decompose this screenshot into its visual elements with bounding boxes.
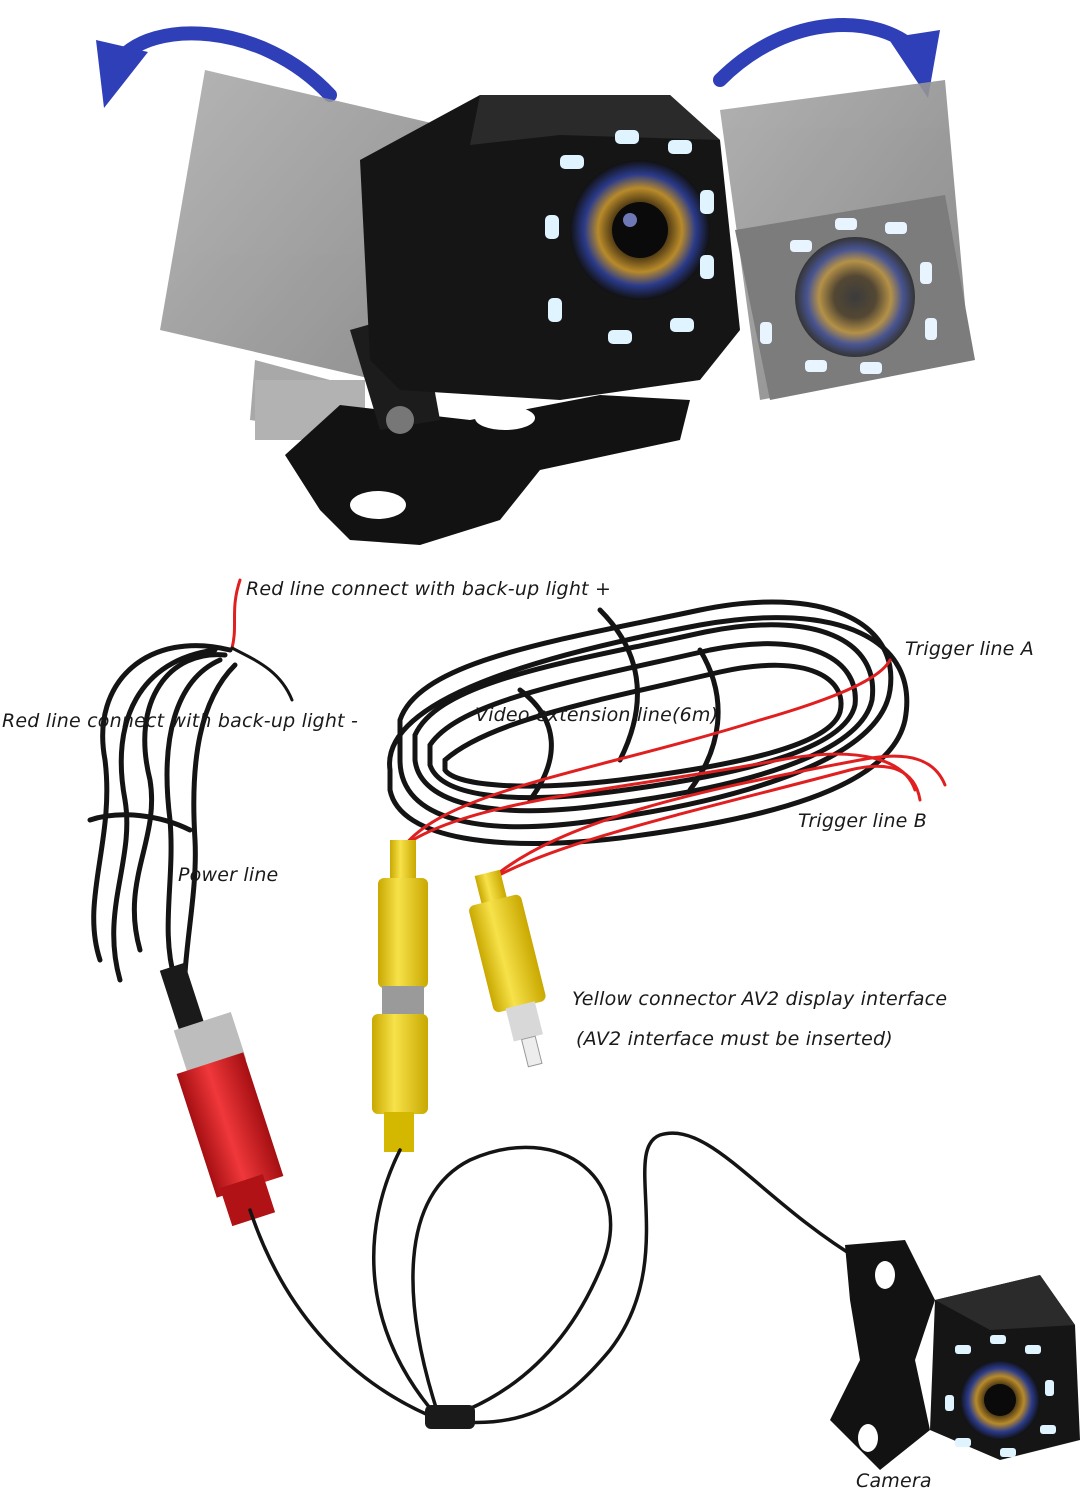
power-connector bbox=[159, 962, 284, 1227]
label-red-line-plus: Red line connect with back-up light + bbox=[246, 578, 612, 600]
label-trigger-b: Trigger line B bbox=[798, 810, 928, 832]
backup-light-wires bbox=[230, 578, 294, 702]
camera-bracket bbox=[285, 310, 690, 545]
label-yellow-connector: Yellow connector AV2 display interface bbox=[572, 988, 948, 1010]
power-cable-coil bbox=[87, 643, 238, 1053]
video-extension-cable-coil bbox=[387, 599, 910, 846]
small-camera bbox=[830, 1240, 1080, 1470]
label-av2-note: (AV2 interface must be inserted) bbox=[576, 1028, 893, 1050]
camera-cable bbox=[248, 1131, 862, 1425]
label-trigger-a: Trigger line A bbox=[905, 638, 1035, 660]
rca-connector-display-side bbox=[469, 869, 546, 1068]
trigger-wires bbox=[403, 658, 947, 882]
label-video-extension: Video extension line(6m) bbox=[475, 704, 719, 726]
main-camera bbox=[360, 95, 740, 400]
rotate-right-arrow-icon bbox=[713, 18, 940, 98]
led-ring bbox=[545, 130, 714, 344]
label-power-line: Power line bbox=[178, 864, 279, 886]
label-red-line-minus: Red line connect with back-up light - bbox=[2, 710, 359, 732]
cable-splitter bbox=[425, 1405, 475, 1429]
rotate-left-arrow-icon bbox=[96, 26, 337, 108]
ghost-camera-right bbox=[720, 80, 975, 400]
label-camera: Camera bbox=[856, 1470, 932, 1492]
rca-connector-camera-side bbox=[372, 840, 428, 1152]
